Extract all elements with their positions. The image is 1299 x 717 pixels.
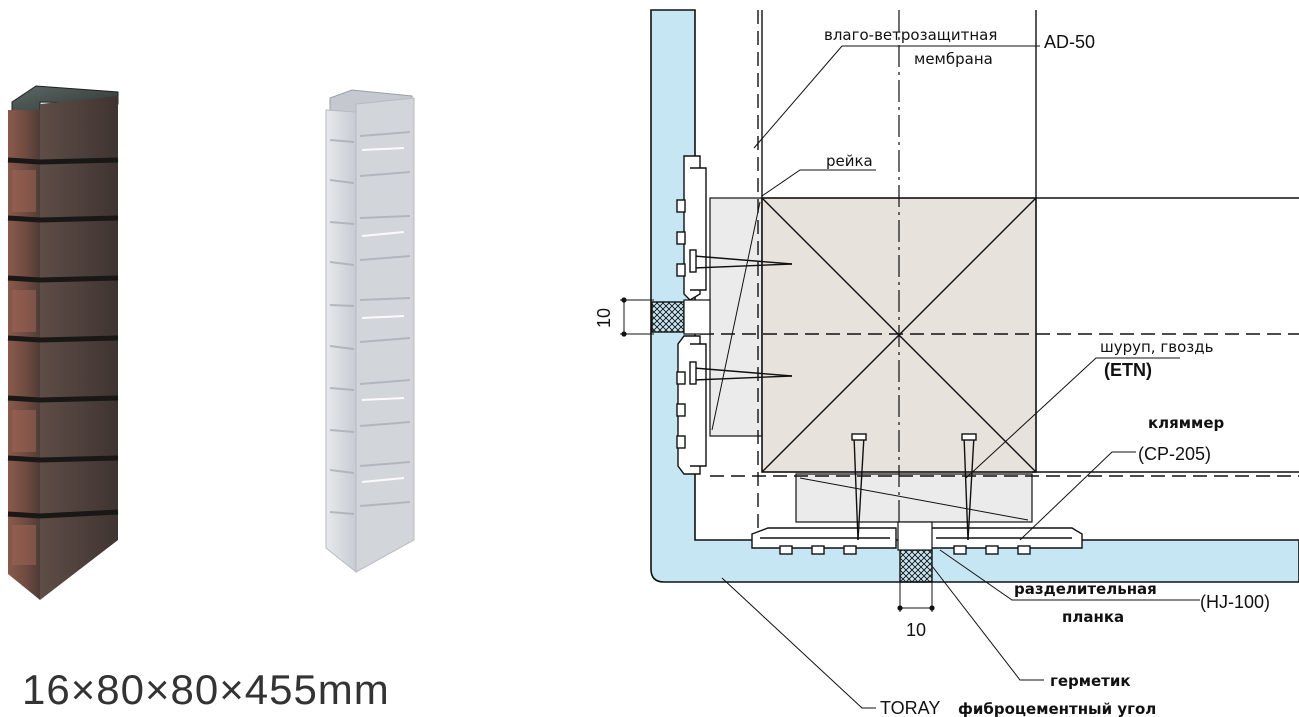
dim-bottom-value: 10 xyxy=(906,620,926,640)
horizontal-batten xyxy=(795,473,1033,523)
screw-nails xyxy=(689,249,977,541)
label-corner-text: фиброцементный угол xyxy=(958,700,1156,717)
sealant-bottom xyxy=(899,549,933,583)
label-divider-2: планка xyxy=(1062,608,1124,626)
white-stone-corner-product xyxy=(325,89,415,574)
dimension-left: 10 xyxy=(594,297,654,337)
label-divider-code: (HJ-100) xyxy=(1200,592,1270,612)
label-membrane: влаго-ветрозащитная xyxy=(824,26,997,44)
sealant-left xyxy=(651,301,685,333)
label-screw: шуруп, гвоздь xyxy=(1100,338,1213,356)
label-membrane-2: мембрана xyxy=(914,50,993,68)
leader-lines xyxy=(721,45,1200,709)
label-membrane-code: AD-50 xyxy=(1044,32,1095,52)
fiber-cement-corner-panel xyxy=(650,9,1299,583)
divider-strip-bottom xyxy=(897,521,933,551)
label-clamp: кляммер xyxy=(1148,414,1224,432)
label-batten: рейка xyxy=(826,152,873,170)
label-screw-code: (ETN) xyxy=(1104,360,1152,380)
product-dimensions-caption: 16×80×80×455mm xyxy=(22,666,390,713)
label-divider: разделительная xyxy=(1014,580,1157,598)
technical-drawing: 10 10 влаго-ветрозащитная AD-50 мембрана… xyxy=(594,9,1299,717)
dim-left-value: 10 xyxy=(594,308,614,328)
divider-strip-left xyxy=(683,299,711,335)
label-corner-brand: TORAY xyxy=(880,698,940,717)
label-sealant: герметик xyxy=(1050,672,1131,690)
dimension-bottom: 10 xyxy=(897,582,935,640)
label-clamp-code: (CP-205) xyxy=(1138,444,1211,464)
brick-corner-product xyxy=(7,85,119,600)
